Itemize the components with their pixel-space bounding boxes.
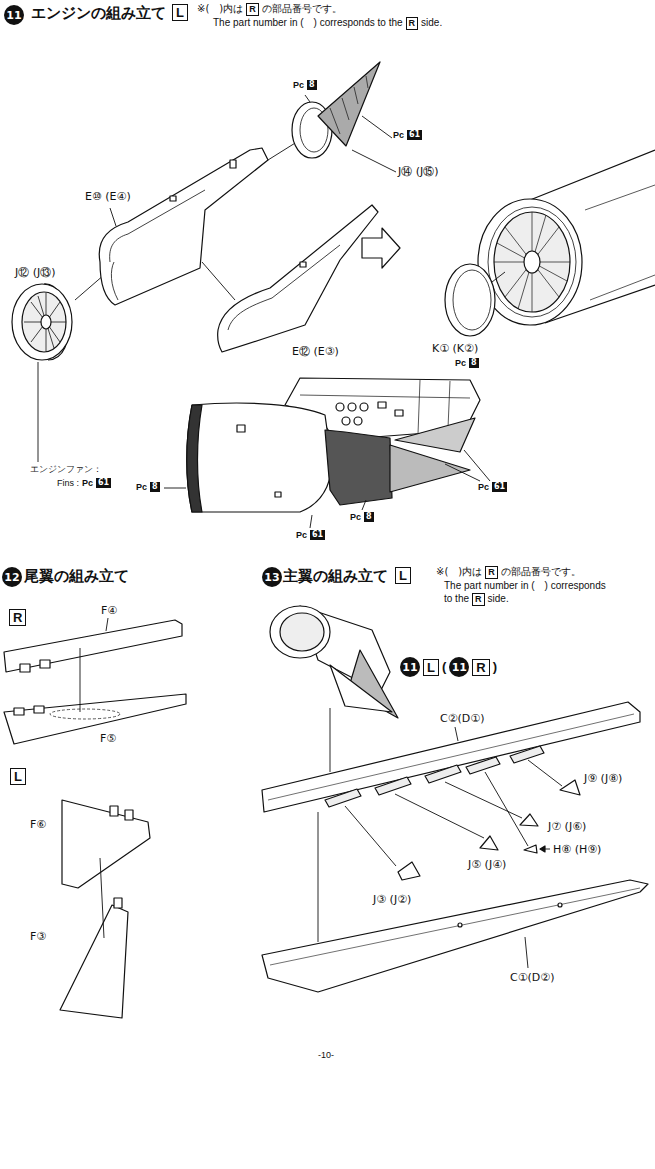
paint-number: 8 (469, 358, 479, 368)
part-number: J⑭ (J⑮) (398, 165, 439, 178)
side-letter: R (13, 610, 22, 625)
note-text: The part number in ( ) corresponds to th… (213, 17, 403, 29)
paint-code: Pc (296, 530, 307, 541)
step-number: 13 (262, 567, 282, 587)
part-number: J⑦ (J⑥) (548, 820, 586, 833)
step-number: 11 (4, 5, 24, 25)
step-number-text: 11 (6, 9, 21, 22)
part-number: J⑤ (J④) (468, 858, 506, 871)
step-number: 12 (2, 567, 22, 587)
main-wing (262, 702, 648, 992)
side-marker: L (423, 659, 439, 676)
step-number: 11 (449, 657, 469, 677)
section-heading: 主翼の組み立て (283, 567, 388, 585)
side-letter: L (176, 5, 184, 20)
step-number-text: 12 (4, 571, 19, 584)
side-letter: R (249, 4, 256, 14)
paint-number: 61 (407, 130, 422, 140)
side-marker: L (172, 4, 188, 21)
side-letter: R (475, 594, 482, 604)
part-number: E⑫ (E③) (292, 345, 339, 358)
step-number-text: 11 (402, 661, 417, 674)
side-marker: L (395, 567, 411, 584)
note-text: to the (444, 593, 469, 605)
note-text: The part number in ( ) corresponds (444, 580, 606, 592)
side-letter: L (14, 769, 22, 784)
side-letter: L (427, 660, 435, 675)
paint-code: Pc (136, 482, 147, 493)
side-marker: R (472, 659, 489, 676)
side-marker: L (10, 768, 26, 785)
part-number: C①(D②) (510, 971, 554, 984)
side-marker: R (9, 609, 26, 626)
note-text: エンジンファン： (30, 464, 102, 475)
paint-code: Pc (455, 358, 466, 369)
side-marker: R (472, 593, 485, 606)
part-number: H⑧ (H⑨) (553, 843, 601, 856)
paint-code: Pc (82, 478, 93, 489)
part-number: F③ (30, 930, 46, 943)
paint-number: 8 (150, 482, 160, 492)
exhaust-cone (292, 62, 380, 158)
paint-code: Pc (393, 130, 404, 141)
paint-code: Pc (293, 80, 304, 91)
vertical-fin (60, 800, 150, 1018)
part-number: F⑤ (100, 732, 116, 745)
part-number: J③ (J②) (373, 893, 411, 906)
section-heading: 尾翼の組み立て (24, 567, 129, 585)
intake-ring (445, 264, 495, 336)
part-number: J⑫ (J⑬) (15, 266, 56, 279)
step-number-text: 11 (452, 661, 467, 674)
part-number: J⑨ (J⑧) (584, 772, 622, 785)
side-letter: L (399, 568, 407, 583)
note-text: Fins : (57, 478, 79, 489)
section-heading: エンジンの組み立て (31, 4, 166, 22)
side-letter: R (488, 567, 495, 577)
part-number: C②(D①) (440, 712, 484, 725)
engine-side-view (187, 378, 480, 512)
part-number: F⑥ (30, 818, 46, 831)
part-number: F④ (101, 604, 117, 617)
paint-code: Pc (478, 482, 489, 493)
nacelle-half (218, 205, 378, 352)
side-letter: R (409, 18, 416, 28)
paint-number: 61 (96, 478, 111, 488)
bracket-text: ( (442, 659, 446, 675)
page-number: -10- (318, 1050, 334, 1061)
paint-number: 8 (307, 80, 317, 90)
bracket-text: ) (493, 659, 497, 675)
paint-number: 61 (492, 482, 507, 492)
note-text: の部品番号です。 (501, 566, 581, 578)
step-arrow (362, 228, 400, 268)
note-text: side. (421, 17, 442, 29)
step-number-text: 13 (264, 571, 279, 584)
step-number: 11 (400, 657, 420, 677)
side-marker: R (406, 17, 419, 30)
paint-code: Pc (350, 512, 361, 523)
part-number: K① (K②) (432, 342, 478, 355)
engine-fan (12, 284, 72, 360)
note-text: ※( )内は (197, 3, 243, 15)
nacelle-half (99, 148, 268, 305)
side-marker: R (485, 566, 498, 579)
side-marker: R (246, 3, 259, 16)
engine-on-wing (270, 606, 398, 718)
note-text: ※( )内は (436, 566, 482, 578)
paint-number: 8 (364, 512, 374, 522)
horizontal-stabilizer (4, 620, 186, 744)
note-text: side. (488, 593, 509, 605)
side-letter: R (476, 660, 485, 675)
engine-assembled (478, 150, 655, 325)
note-text: の部品番号です。 (262, 3, 342, 15)
part-number: E⑩ (E④) (85, 190, 131, 203)
paint-number: 61 (310, 530, 325, 540)
